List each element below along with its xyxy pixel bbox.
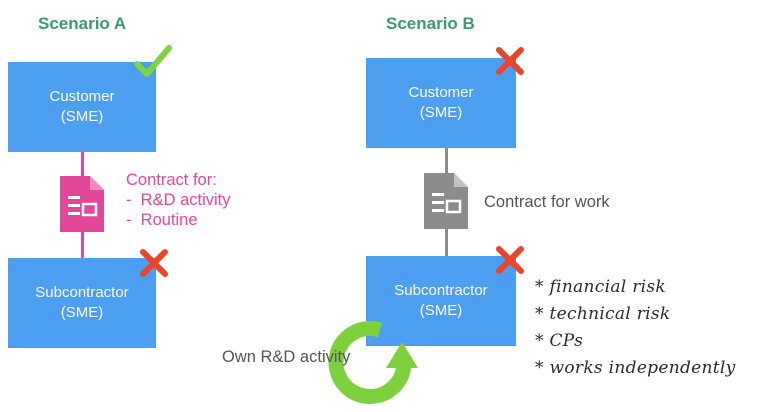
risk-list: * financial risk * technical risk * CPs … <box>535 274 736 382</box>
contract-heading: Contract for: <box>126 171 217 189</box>
risk-item: * financial risk <box>535 277 666 297</box>
subcontractor-sublabel: (SME) <box>60 304 104 321</box>
risk-item: * CPs <box>535 331 584 351</box>
document-icon <box>60 176 104 232</box>
scenario-b-contract-label: Contract for work <box>484 193 610 211</box>
subcontractor-sublabel: (SME) <box>419 302 463 319</box>
customer-label: Customer <box>49 88 115 105</box>
cross-icon <box>496 246 524 274</box>
risk-item: * works independently <box>535 358 736 378</box>
subcontractor-label: Subcontractor <box>35 284 129 301</box>
contract-item: - Routine <box>126 211 198 229</box>
scenario-a-contract-text: Contract for: - R&D activity - Routine <box>126 170 231 230</box>
customer-sublabel: (SME) <box>60 108 104 125</box>
customer-label: Customer <box>408 84 474 101</box>
scenario-a-subcontractor-box: Subcontractor (SME) <box>8 258 156 348</box>
scenario-b-customer-box: Customer (SME) <box>366 58 516 148</box>
subcontractor-label: Subcontractor <box>394 282 488 299</box>
scenario-a-customer-box: Customer (SME) <box>8 62 156 152</box>
cross-icon <box>140 249 168 277</box>
scenario-b-subcontractor-box: Subcontractor (SME) <box>366 256 516 346</box>
risk-item: * technical risk <box>535 304 671 324</box>
scenario-b-title: Scenario B <box>386 14 475 33</box>
cycle-arrow-icon <box>328 321 418 404</box>
own-rd-activity-label: Own R&D activity <box>222 348 351 366</box>
cross-icon <box>496 47 524 75</box>
customer-sublabel: (SME) <box>419 104 463 121</box>
check-icon <box>134 45 172 77</box>
document-icon <box>424 173 468 229</box>
scenario-a-title: Scenario A <box>38 14 127 33</box>
contract-item: - R&D activity <box>126 191 231 209</box>
